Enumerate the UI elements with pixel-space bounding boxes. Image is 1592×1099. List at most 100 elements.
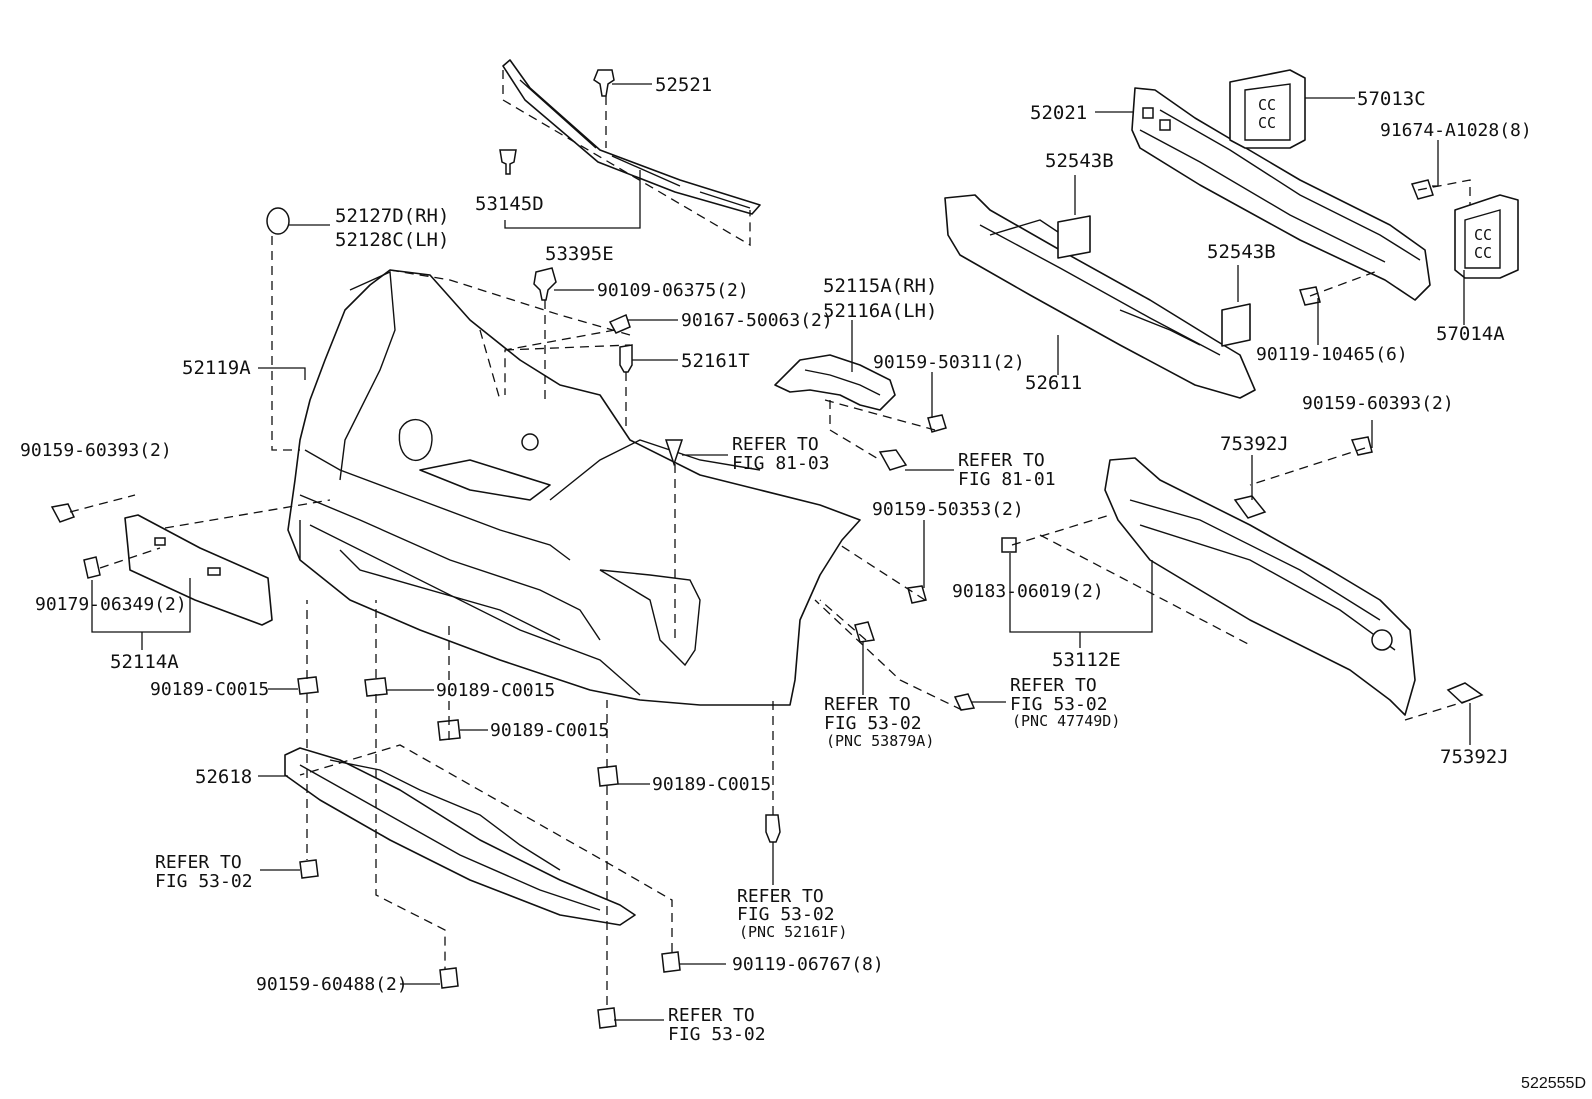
label-90119-10465: 90119-10465(6) xyxy=(1256,344,1408,365)
fastener-90159-50353 xyxy=(907,585,927,604)
refer-8103-line1: REFER TO xyxy=(732,434,819,455)
label-52127d: 52127D(RH) xyxy=(335,205,449,227)
label-52115a: 52115A(RH) xyxy=(823,275,937,297)
refer-notes: REFER TO FIG 81-03 REFER TO FIG 81-01 RE… xyxy=(155,434,1120,1045)
fastener-refer-53879a xyxy=(854,621,875,643)
label-52618: 52618 xyxy=(195,766,252,788)
lower-grille-53112e xyxy=(1104,457,1416,716)
clip-75392j-bottom xyxy=(1446,682,1484,704)
label-90189-b: 90189-C0015 xyxy=(436,680,555,701)
fastener-refer-8103 xyxy=(664,439,684,467)
clip-52521 xyxy=(593,69,615,97)
bumper-cover-52119a xyxy=(287,269,861,706)
label-52543b-upper: 52543B xyxy=(1045,150,1114,172)
label-52611: 52611 xyxy=(1025,372,1082,394)
label-53395e: 53395E xyxy=(545,243,614,265)
label-52161t: 52161T xyxy=(681,350,750,372)
refer-47749d-line1: REFER TO xyxy=(1010,675,1097,696)
bracket-57014a: CC CC xyxy=(1454,194,1519,279)
label-52116a: 52116A(LH) xyxy=(823,300,937,322)
label-90159-50353: 90159-50353(2) xyxy=(872,499,1024,520)
fastener-refer-52161f xyxy=(765,814,781,843)
label-53112e: 53112E xyxy=(1052,649,1121,671)
grille-dashed-outline xyxy=(389,269,631,401)
fastener-refer-left xyxy=(299,859,319,879)
refer-47749d-line3: (PNC 47749D) xyxy=(1012,712,1120,730)
refer-bottom-line1: REFER TO xyxy=(668,1005,755,1026)
clip-90179 xyxy=(83,556,101,579)
refer-8103-line2: FIG 81-03 xyxy=(732,453,830,474)
reinforcement-52021 xyxy=(1131,87,1431,301)
svg-text:CC: CC xyxy=(1258,96,1276,114)
refer-left-line1: REFER TO xyxy=(155,852,242,873)
pad-52543b-lower xyxy=(1221,303,1251,347)
label-90179: 90179-06349(2) xyxy=(35,594,187,615)
fastener-refer-8101 xyxy=(878,449,908,471)
fastener-90159-60393-right xyxy=(1350,436,1373,456)
label-75392j-top: 75392J xyxy=(1220,433,1289,455)
svg-text:CC: CC xyxy=(1474,244,1492,262)
fastener-90189-d xyxy=(597,765,619,787)
fastener-90189-b xyxy=(364,677,388,697)
label-52543b-lower: 52543B xyxy=(1207,241,1276,263)
fastener-refer-bottom xyxy=(597,1007,617,1029)
refer-bottom-line2: FIG 53-02 xyxy=(668,1024,766,1045)
fastener-52161t xyxy=(619,344,633,373)
pad-52543b-upper xyxy=(1057,215,1091,259)
clip-75392j-top xyxy=(1233,495,1267,519)
refer-8101-line2: FIG 81-01 xyxy=(958,469,1056,490)
fastener-90109 xyxy=(533,267,557,301)
svg-text:CC: CC xyxy=(1474,226,1492,244)
label-90183: 90183-06019(2) xyxy=(952,581,1104,602)
fastener-90159-60393-left xyxy=(50,503,76,523)
label-52119a: 52119A xyxy=(182,357,251,379)
fastener-refer-47749d xyxy=(953,693,976,711)
refer-53879a-line3: (PNC 53879A) xyxy=(826,732,934,750)
label-91674: 91674-A1028(8) xyxy=(1380,120,1532,141)
label-52021: 52021 xyxy=(1030,102,1087,124)
fastener-90189-a xyxy=(297,676,319,695)
refer-left-line2: FIG 53-02 xyxy=(155,871,253,892)
fastener-90167 xyxy=(608,313,631,334)
leader-lines xyxy=(91,83,1471,1021)
fastener-90159-50311 xyxy=(927,414,947,433)
svg-text:CC: CC xyxy=(1258,114,1276,132)
label-90159-50311: 90159-50311(2) xyxy=(873,352,1025,373)
refer-53879a-line2: FIG 53-02 xyxy=(824,713,922,734)
label-90189-d: 90189-C0015 xyxy=(652,774,771,795)
label-90189-c: 90189-C0015 xyxy=(490,720,609,741)
clip-53145d xyxy=(499,149,517,175)
label-90189-a: 90189-C0015 xyxy=(150,679,269,700)
dashed-alignment-lines xyxy=(69,70,1471,1010)
label-90159-60393-right: 90159-60393(2) xyxy=(1302,393,1454,414)
refer-52161f-line3: (PNC 52161F) xyxy=(739,923,847,941)
bracket-57013c: CC CC xyxy=(1229,69,1306,149)
label-52521: 52521 xyxy=(655,74,712,96)
refer-52161f-line2: FIG 53-02 xyxy=(737,904,835,925)
label-90159-60393-left: 90159-60393(2) xyxy=(20,440,172,461)
cap-52127d xyxy=(266,207,290,235)
label-57013c: 57013C xyxy=(1357,88,1426,110)
bracket-52115a xyxy=(774,354,896,411)
refer-52161f-line1: REFER TO xyxy=(737,886,824,907)
fastener-90159-60488 xyxy=(439,967,459,989)
refer-8101-line1: REFER TO xyxy=(958,450,1045,471)
label-75392j-bottom: 75392J xyxy=(1440,746,1509,768)
upper-retainer-53395e xyxy=(502,59,761,215)
label-52114a: 52114A xyxy=(110,651,179,673)
label-57014a: 57014A xyxy=(1436,323,1505,345)
fastener-90183 xyxy=(1001,537,1017,553)
diagram-code: 522555D xyxy=(1521,1075,1586,1092)
fastener-90189-c xyxy=(437,719,461,741)
refer-47749d-line2: FIG 53-02 xyxy=(1010,694,1108,715)
refer-53879a-line1: REFER TO xyxy=(824,694,911,715)
label-53145d: 53145D xyxy=(475,193,544,215)
fastener-90119-06767 xyxy=(661,951,681,973)
part-labels: 52521 53145D 53395E 52127D(RH) 52128C(LH… xyxy=(20,74,1532,995)
under-cover-52618 xyxy=(284,747,636,926)
label-90167: 90167-50063(2) xyxy=(681,310,833,331)
label-90159-60488: 90159-60488(2) xyxy=(256,974,408,995)
label-90119-06767: 90119-06767(8) xyxy=(732,954,884,975)
label-52128c: 52128C(LH) xyxy=(335,229,449,251)
